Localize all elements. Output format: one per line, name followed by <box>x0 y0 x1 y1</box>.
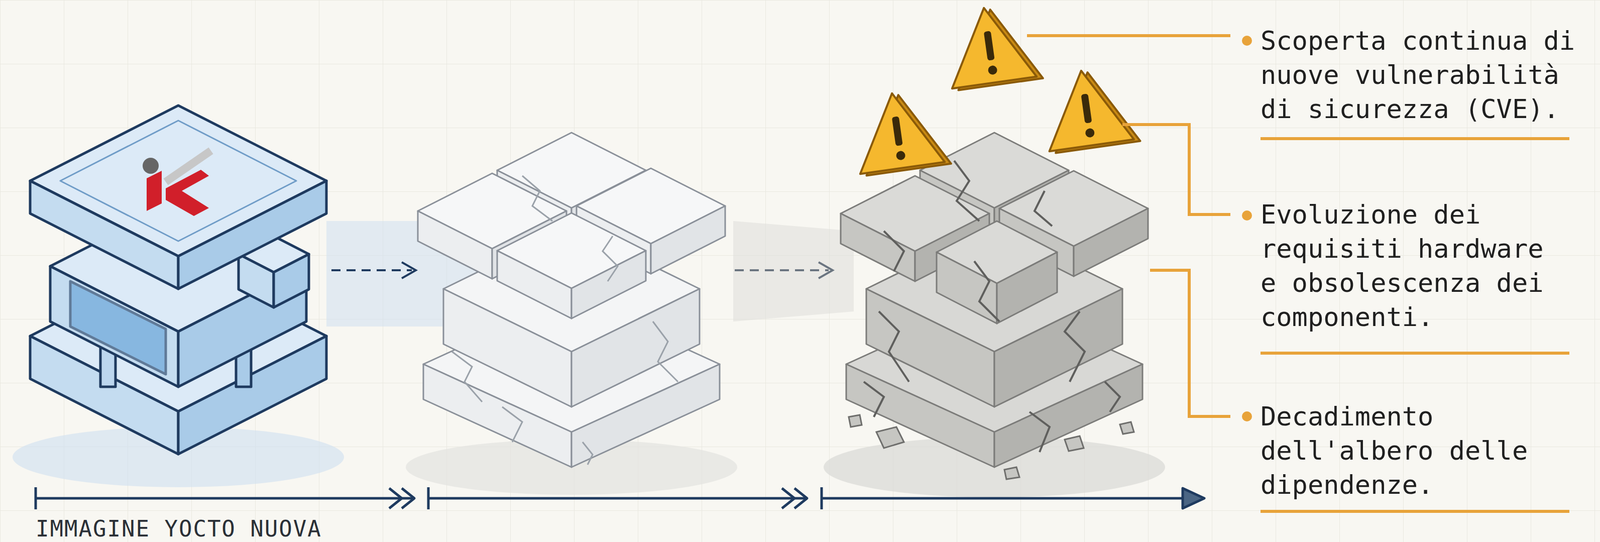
logo <box>142 150 211 216</box>
leader-line <box>1026 35 1231 417</box>
aging-cube <box>417 132 726 468</box>
callout-text: Evoluzione dei requisiti hardware e obso… <box>1260 197 1567 334</box>
crack <box>451 175 678 465</box>
underline <box>1260 138 1570 512</box>
dust-band <box>733 220 854 322</box>
stage-label: IMMAGINE YOCTO NUOVA <box>35 517 322 540</box>
callout-text: Decadimento dell'albero delle dipendenze… <box>1260 399 1567 502</box>
warning-icon <box>849 1 1140 177</box>
decayed-cube <box>840 132 1149 468</box>
callout-text: Scoperta continua di nuove vulnerabilità… <box>1260 23 1583 127</box>
new-image-cube <box>30 105 327 454</box>
crack <box>863 160 1120 452</box>
bullet <box>1241 35 1252 422</box>
debris <box>848 414 1134 480</box>
timeline <box>35 487 1205 510</box>
